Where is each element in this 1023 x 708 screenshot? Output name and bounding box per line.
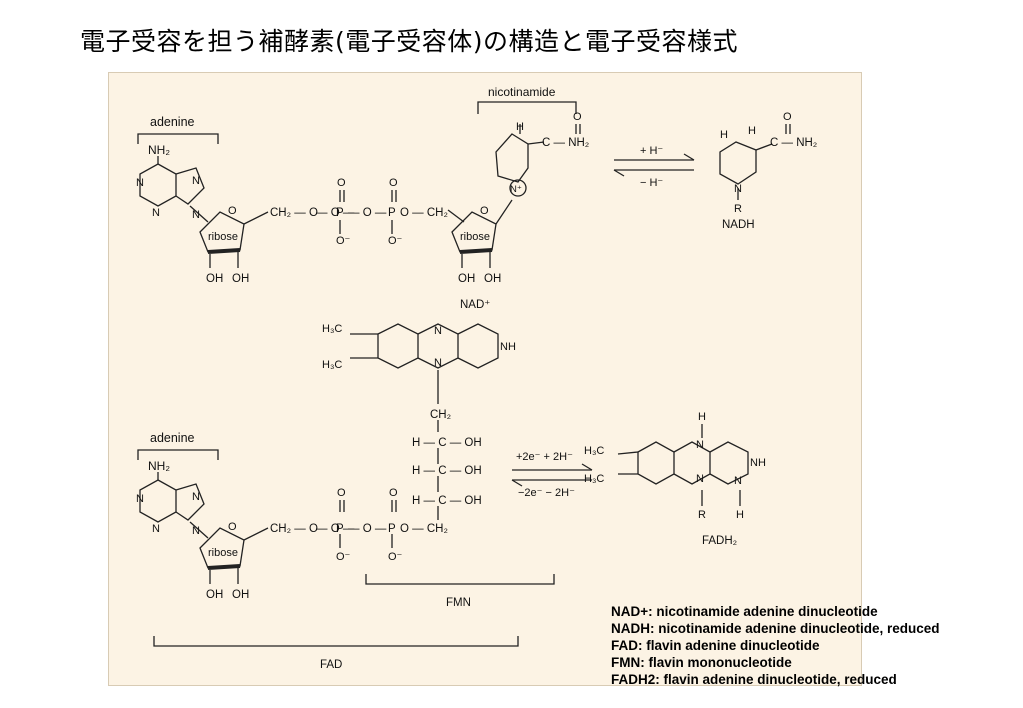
atom-ch2-o-1: CH₂ — O [270,207,318,219]
atom-n-fl2: N [434,357,442,369]
atom-h-nic: H [516,121,524,133]
atom-o-p4: O [389,487,398,499]
atom-nh-fl: NH [500,341,516,353]
atom-h-nadh-1: H [720,129,728,141]
atom-o-ch2-1: O — CH₂ [400,207,448,219]
atom-r-nadh: R [734,203,742,215]
label-ribose-1: ribose [208,231,238,243]
atom-dash-4: — O — [348,523,387,535]
atom-h-fadh2-1: H [698,411,706,423]
atom-o-ribose1: O [228,205,237,217]
atom-r-fadh2: R [698,509,706,521]
atom-n-fh3: N [734,475,742,487]
atom-oh-3: OH [458,273,475,285]
label-nad-plus: NAD⁺ [460,299,490,311]
atom-dash-2: — O — [348,207,387,219]
atom-n-b4: N [192,525,200,537]
atom-p-4: P [388,523,396,535]
atom-n-b1: N [136,493,144,505]
reaction-fad-forward: +2e⁻ + 2H⁻ [516,451,573,463]
atom-ch2-o-2: CH₂ — O [270,523,318,535]
atom-dash-3: — O — [316,523,355,535]
atom-h-nadh-2: H [748,125,756,137]
atom-n-b2: N [192,491,200,503]
atom-p-2: P [388,207,396,219]
atom-n-plus: N⁺ [510,184,522,195]
atom-h3c-2: H₃C [322,359,342,371]
atom-h3c-1: H₃C [322,323,342,335]
label-adenine-top: adenine [150,115,195,129]
reaction-nad-reverse: − H⁻ [640,177,663,189]
atom-n-a1: N [136,177,144,189]
atom-hcoh-1: H — C — OH [412,437,482,449]
atom-ch2-rib: CH₂ [430,409,451,421]
atom-oh-4: OH [484,273,501,285]
atom-nh-fh: NH [750,457,766,469]
atom-ominus-2: O⁻ [388,235,403,247]
atom-oh-1: OH [206,273,223,285]
atom-n-fl1: N [434,325,442,337]
atom-o-ribose3: O [228,521,237,533]
atom-o-p3: O [337,487,346,499]
atom-p-3: P [336,523,344,535]
atom-o-ribose2: O [480,205,489,217]
abbreviation-glossary: NAD+: nicotinamide adenine dinucleotide … [611,603,940,688]
label-nicotinamide: nicotinamide [488,85,556,99]
label-fad: FAD [320,659,342,671]
label-fmn: FMN [446,597,471,609]
atom-nh2-top: NH₂ [148,143,170,157]
atom-ominus-1: O⁻ [336,235,351,247]
atom-dash-1: — O — [316,207,355,219]
reaction-fad-reverse: −2e⁻ − 2H⁻ [518,487,575,499]
atom-oh-2: OH [232,273,249,285]
atom-h3c-3: H₃C [584,445,604,457]
atom-n-a2: N [192,175,200,187]
atom-n-nadh: N [734,183,742,195]
atom-oh-5: OH [206,589,223,601]
atom-o-p2: O [389,177,398,189]
atom-p-1: P [336,207,344,219]
label-ribose-3: ribose [208,547,238,559]
label-adenine-bottom: adenine [150,431,195,445]
atom-n-fh2: N [696,473,704,485]
coenzyme-structure-diagram: adenine NH₂ N N N N O ribose OH OH CH₂ —… [136,85,817,671]
label-nadh: NADH [722,219,755,231]
atom-oh-6: OH [232,589,249,601]
glossary-line: FMN: flavin mononucleotide [611,655,792,670]
atom-ominus-4: O⁻ [388,551,403,563]
atom-hcoh-2: H — C — OH [412,465,482,477]
atom-o-ch2-2: O — CH₂ [400,523,448,535]
label-fadh2: FADH₂ [702,535,737,547]
atom-o-nic: O [573,111,582,123]
atom-o-p1: O [337,177,346,189]
page-title: 電子受容を担う補酵素(電子受容体)の構造と電子受容様式 [80,27,739,56]
atom-n-a4: N [192,209,200,221]
atom-nh2-bottom: NH₂ [148,459,170,473]
glossary-line: NAD+: nicotinamide adenine dinucleotide [611,604,878,619]
atom-o-nadh: O [783,111,792,123]
atom-c-nh2-nic: C — NH₂ [542,137,589,149]
glossary-line: FADH2: flavin adenine dinucleotide, redu… [611,672,897,687]
glossary-line: FAD: flavin adenine dinucleotide [611,638,820,653]
atom-n-fh1: N [696,439,704,451]
atom-n-a3: N [152,207,160,219]
atom-h3c-4: H₃C [584,473,604,485]
reaction-nad-forward: + H⁻ [640,145,663,157]
atom-n-b3: N [152,523,160,535]
atom-hcoh-3: H — C — OH [412,495,482,507]
label-ribose-2: ribose [460,231,490,243]
atom-h-fadh2-2: H [736,509,744,521]
atom-c-nh2-nadh: C — NH₂ [770,137,817,149]
glossary-line: NADH: nicotinamide adenine dinucleotide,… [611,621,940,636]
atom-ominus-3: O⁻ [336,551,351,563]
